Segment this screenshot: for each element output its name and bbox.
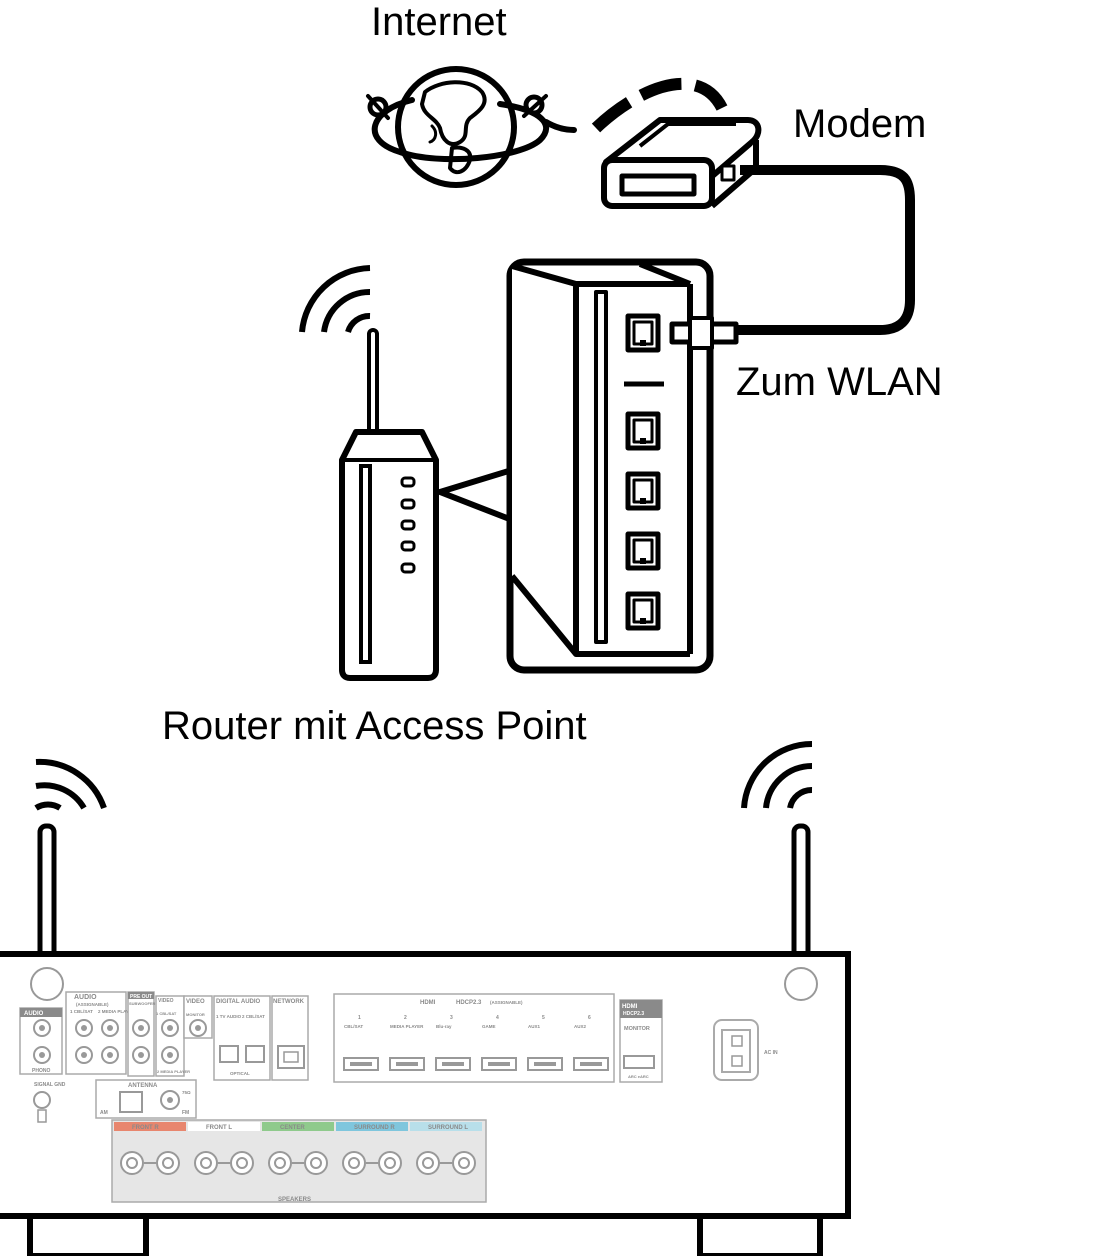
lan-port <box>625 411 661 451</box>
hdmi-input-name: AUX1 <box>528 1024 541 1029</box>
lan-port <box>625 591 661 631</box>
fm-ohm-label: 75Ω <box>182 1090 191 1095</box>
phono-section: AUDIO PHONO SIGNAL GND <box>19 1007 66 1123</box>
hdmi-input-name: GAME <box>482 1024 496 1029</box>
hdmi-out-hdcp: HDCP2.3 <box>623 1011 644 1017</box>
video-out-section: VIDEO MONITOR <box>183 995 213 1039</box>
ethernet-plug-icon <box>669 316 739 350</box>
hdmi-out-section: HDMI HDCP2.3 MONITOR ARC eARC <box>619 999 663 1083</box>
video-in-input-2: 2 MEDIA PLAYER <box>157 1069 190 1074</box>
speaker-terminal-group: SURROUND R <box>336 1122 408 1175</box>
am-label: AM <box>100 1110 108 1116</box>
hdmi-input-name: CBL/SAT <box>344 1024 363 1029</box>
speaker-terminal-group: FRONT L <box>188 1122 260 1175</box>
router-callout <box>437 467 514 523</box>
digital-audio-label: DIGITAL AUDIO <box>216 999 261 1005</box>
video-out-label: VIDEO <box>186 999 205 1005</box>
receiver-antenna-right <box>741 740 813 979</box>
digital-audio-section: DIGITAL AUDIO 1 TV AUDIO 2 CBL/SAT OPTIC… <box>213 995 271 1081</box>
audio-input-1: 1 CBL/SAT <box>70 1009 93 1014</box>
arc-label: ARC eARC <box>628 1074 649 1079</box>
router-detail <box>506 258 739 674</box>
lan-port <box>625 531 661 571</box>
speaker-group-label: SURROUND L <box>428 1125 468 1131</box>
digital-input-2: 2 CBL/SAT <box>242 1014 265 1019</box>
speaker-group-label: FRONT R <box>132 1125 159 1131</box>
pre-out-section: PRE OUT SUBWOOFER <box>127 991 156 1077</box>
digital-input-1: 1 TV AUDIO <box>216 1014 242 1019</box>
modem-label: Modem <box>793 102 927 146</box>
hdcp-label: HDCP2.3 <box>456 1000 482 1006</box>
globe-icon <box>366 66 577 188</box>
pre-out-label: PRE OUT <box>130 994 152 1000</box>
subwoofer-label: SUBWOOFER <box>129 1001 156 1006</box>
network-label: NETWORK <box>273 999 305 1005</box>
ac-in-section: AC IN <box>713 1019 778 1081</box>
video-in-section: VIDEO 1 CBL/SAT 2 MEDIA PLAYER <box>155 995 190 1077</box>
signal-gnd-label: SIGNAL GND <box>34 1082 66 1088</box>
hdmi-in-label: HDMI <box>420 1000 436 1006</box>
speaker-terminal-group: FRONT R <box>114 1122 186 1175</box>
hdmi-input-name: Blu-ray <box>436 1024 452 1029</box>
internet-modem-link <box>591 78 728 133</box>
hdmi-input-name: AUX2 <box>574 1024 587 1029</box>
optical-label: OPTICAL <box>230 1071 250 1076</box>
hdmi-assignable-label: (ASSIGNABLE) <box>490 1000 523 1005</box>
speakers-section: FRONT R FRONT L CENTER SURROUND R SURROUND L… <box>111 1119 487 1203</box>
internet-label: Internet <box>371 0 507 44</box>
network-section: NETWORK <box>271 995 309 1081</box>
fm-label: FM <box>182 1110 189 1116</box>
wlan-label: Zum WLAN <box>736 360 943 404</box>
antenna-section: ANTENNA AM 75Ω FM <box>95 1079 197 1119</box>
hdmi-input-number: 4 <box>496 1015 499 1021</box>
video-in-input-1: 1 CBL/SAT <box>156 1011 177 1016</box>
hdmi-out-label: HDMI <box>622 1004 638 1010</box>
lan-port <box>625 471 661 511</box>
modem-router-cable <box>736 165 915 335</box>
phono-audio-label: AUDIO <box>24 1011 44 1017</box>
monitor-small-label: MONITOR <box>186 1012 205 1017</box>
router-label: Router mit Access Point <box>162 704 587 748</box>
av-receiver: AUDIO PHONO SIGNAL GND AUDIO (ASSIGNABLE… <box>0 740 851 1256</box>
phono-label: PHONO <box>32 1068 50 1074</box>
speaker-group-label: SURROUND R <box>354 1125 395 1131</box>
speakers-label: SPEAKERS <box>278 1197 311 1203</box>
hdmi-input-number: 1 <box>358 1015 361 1021</box>
hdmi-input-number: 6 <box>588 1015 591 1021</box>
wan-port <box>625 313 661 353</box>
monitor-label: MONITOR <box>624 1026 650 1032</box>
assignable-label: (ASSIGNABLE) <box>76 1002 109 1007</box>
receiver-antenna-left <box>34 758 107 979</box>
hdmi-input-number: 2 <box>404 1015 407 1021</box>
video-in-label: VIDEO <box>158 998 174 1004</box>
speaker-group-label: FRONT L <box>206 1125 232 1131</box>
speaker-group-label: CENTER <box>280 1125 305 1131</box>
hdmi-input-name: MEDIA PLAYER <box>390 1024 424 1029</box>
hdmi-input-number: 5 <box>542 1015 545 1021</box>
modem-icon <box>601 117 762 209</box>
speaker-terminal-group: CENTER <box>262 1122 334 1175</box>
audio-in-section: AUDIO (ASSIGNABLE) 1 CBL/SAT 2 MEDIA PLA… <box>65 991 136 1075</box>
router-icon <box>299 265 439 681</box>
antenna-label: ANTENNA <box>128 1083 158 1089</box>
speaker-terminal-group: SURROUND L <box>410 1122 482 1175</box>
audio-input-2: 2 MEDIA PLAYER <box>98 1009 136 1014</box>
audio-in-label: AUDIO <box>74 994 97 1001</box>
ac-in-label: AC IN <box>764 1050 778 1056</box>
hdmi-input-number: 3 <box>450 1015 453 1021</box>
